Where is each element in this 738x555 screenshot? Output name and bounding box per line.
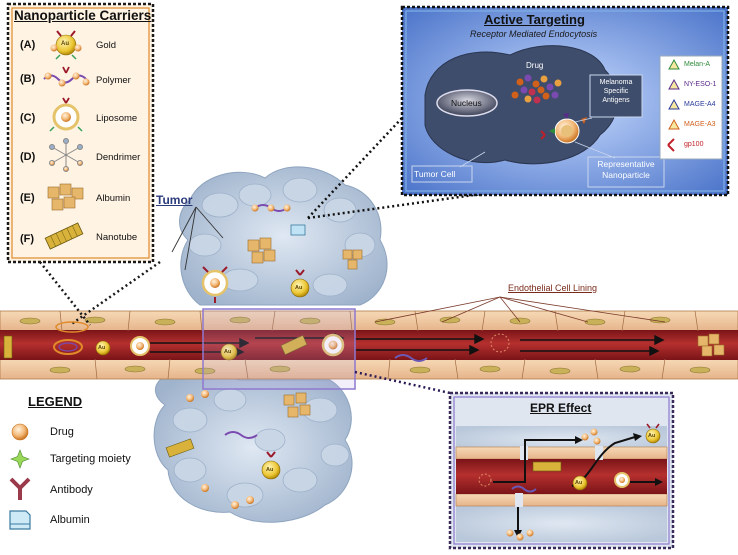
dendrimer-particle-icon xyxy=(49,138,83,172)
epr-gold-au-2: Au xyxy=(648,433,656,439)
carrier-name-liposome: Liposome xyxy=(96,113,138,124)
legend-drug: Drug xyxy=(50,426,74,438)
melanoma-antigens-label: Melanoma Specific Antigens xyxy=(590,78,642,105)
carrier-letter-d: (D) xyxy=(20,151,36,163)
legend-title: LEGEND xyxy=(28,394,83,409)
antigen-gp100: gp100 xyxy=(684,141,704,148)
melanoma-line-1: Melanoma xyxy=(599,79,633,86)
carrier-letter-b: (B) xyxy=(20,73,36,85)
antigen-melan-a: Melan-A xyxy=(684,61,711,68)
carrier-letter-c: (C) xyxy=(20,112,36,124)
tumor-gold-au-1: Au xyxy=(295,285,303,291)
tumor-label: Tumor xyxy=(156,193,193,207)
carrier-name-nanotube: Nanotube xyxy=(96,232,138,243)
carrier-name-polymer: Polymer xyxy=(96,75,131,86)
vessel-gold-au-1: Au xyxy=(98,345,106,351)
representative-np-label: Representative Nanoparticle xyxy=(588,159,664,181)
epr-gold-au-1: Au xyxy=(575,480,583,486)
tumor-particles-lower xyxy=(165,390,311,509)
legend-antibody: Antibody xyxy=(50,484,93,496)
albumin-icon xyxy=(9,510,31,530)
legend-albumin: Albumin xyxy=(50,514,90,526)
tumor-particles-upper xyxy=(201,204,363,303)
active-targeting-panel xyxy=(400,5,730,197)
polymer-particle-icon xyxy=(43,66,90,87)
antigen-mage-a3: MAGE-A3 xyxy=(684,121,716,128)
carrier-letter-e: (E) xyxy=(20,192,35,204)
targeting-subtitle: Receptor Mediated Endocytosis xyxy=(470,29,598,39)
carrier-name-albumin: Albumin xyxy=(96,193,131,204)
blood-vessel xyxy=(0,310,738,380)
epr-zoom-region xyxy=(202,308,356,390)
epr-title: EPR Effect xyxy=(530,401,592,415)
albumin-particle-icon xyxy=(47,183,84,211)
antibody-icon xyxy=(9,477,31,500)
drug-icon xyxy=(11,423,29,441)
targeting-title: Active Targeting xyxy=(484,12,585,27)
carrier-letter-f: (F) xyxy=(20,233,35,245)
targeting-moiety-icon xyxy=(10,449,30,469)
nucleus-label: Nucleus xyxy=(451,98,482,108)
melanoma-line-3: Antigens xyxy=(602,97,630,104)
melanoma-line-2: Specific xyxy=(603,88,629,95)
tumor-gold-au-2: Au xyxy=(266,467,274,473)
antigen-ny-eso-1: NY-ESO-1 xyxy=(684,81,717,88)
liposome-particle-icon xyxy=(49,97,83,132)
drug-label: Drug xyxy=(526,61,544,70)
antigen-mage-a4: MAGE-A4 xyxy=(684,101,716,108)
vessel-gold-au-2: Au xyxy=(224,349,232,355)
carrier-name-gold: Gold xyxy=(96,40,117,51)
gold-particle-icon xyxy=(50,30,82,60)
legend-targeting-moiety: Targeting moiety xyxy=(50,453,131,465)
nanotube-particle-icon xyxy=(44,222,84,250)
tumor-cell-label: Tumor Cell xyxy=(414,169,456,179)
carrier-name-dendrimer: Dendrimer xyxy=(96,152,141,163)
carriers-title: Nanoparticle Carriers xyxy=(14,8,152,23)
rep-np-line-1: Representative xyxy=(597,159,655,169)
rep-np-line-2: Nanoparticle xyxy=(602,170,650,180)
epr-panel xyxy=(448,391,675,550)
carriers-panel xyxy=(6,2,155,264)
carrier-letter-a: (A) xyxy=(20,39,36,51)
gold-au-label: Au xyxy=(61,41,69,47)
legend-icons xyxy=(9,423,31,530)
endothelial-label: Endothelial Cell Lining xyxy=(508,283,598,293)
